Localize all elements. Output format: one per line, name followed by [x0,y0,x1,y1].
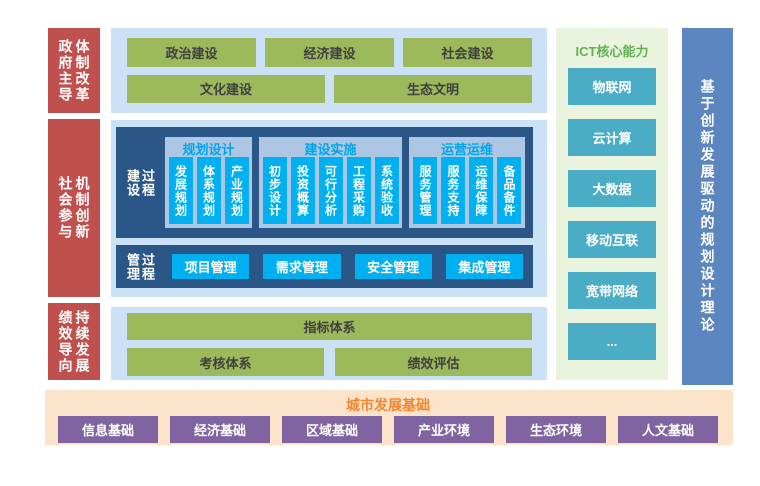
box-performance-evaluation: 绩效评估 [335,348,532,376]
box-social-construction: 社会建设 [403,38,532,67]
pillar-text-right: 持续发展 [74,309,91,374]
box-political-construction: 政治建设 [127,38,256,67]
box-regional-foundation: 区域基础 [282,416,382,443]
group-operation-maintenance: 运营运维 服务管理 服务支持 运维保障 备品备件 [409,137,525,228]
construction-process-label: 建设 过程 [122,137,158,228]
civilization-row-1: 政治建设 经济建设 社会建设 [127,38,532,67]
box-cloud-computing: 云计算 [568,119,656,156]
item-label: 服务支持 [446,164,460,217]
group-planning-design: 规划设计 发展规划 体系规划 产业规划 [165,137,252,228]
box-mobile-internet: 移动互联 [568,221,656,258]
box-ecological-civilization: 生态文明 [334,74,532,103]
pillar-text-left: 社会参与 [57,176,74,240]
item-preliminary-design: 初步设计 [262,157,287,224]
box-indicator-system: 指标体系 [127,313,532,340]
civilization-section: 政治建设 经济建设 社会建设 文化建设 生态文明 [111,28,547,113]
box-assessment-system: 考核体系 [127,348,324,376]
box-information-foundation: 信息基础 [58,416,158,443]
item-label: 初步设计 [267,164,282,217]
item-engineering-procurement: 工程采购 [346,157,371,224]
box-big-data: 大数据 [568,170,656,207]
group-title: 规划设计 [182,141,235,157]
label-col-left: 建设 [125,168,140,197]
foundation-row: 信息基础 经济基础 区域基础 产业环境 生态环境 人文基础 [58,416,718,443]
management-process-block: 管理 过程 项目管理 需求管理 安全管理 集成管理 [116,245,533,288]
management-process-label: 管理 过程 [122,253,158,281]
process-section: 建设 过程 规划设计 发展规划 体系规划 产业规划 建设实施 初步设计 投资概算… [111,120,547,297]
item-label: 备品备件 [502,164,516,217]
construction-process-block: 建设 过程 规划设计 发展规划 体系规划 产业规划 建设实施 初步设计 投资概算… [116,127,533,238]
item-label: 系统验收 [379,164,394,217]
box-internet-of-things: 物联网 [568,68,656,105]
item-feasibility-analysis: 可行分析 [318,157,343,224]
pillar-social-participation: 社会参与 机制创新 [48,119,100,297]
item-label: 服务管理 [418,164,432,217]
group-items: 服务管理 服务支持 运维保障 备品备件 [413,157,521,224]
innovation-theory-banner: 基于创新发展驱动的规划设计理论 [682,28,733,385]
box-ecological-environment: 生态环境 [506,416,606,443]
group-construction-implementation: 建设实施 初步设计 投资概算 可行分析 工程采购 系统验收 [259,137,402,228]
item-service-support: 服务支持 [441,157,465,224]
box-industrial-environment: 产业环境 [394,416,494,443]
item-industry-plan: 产业规划 [224,157,249,224]
pillar-text-right: 机制创新 [74,176,91,240]
civilization-row-2: 文化建设 生态文明 [127,74,532,103]
item-label: 发展规划 [173,164,188,217]
pillar-performance-oriented: 绩效导向 持续发展 [48,303,100,380]
group-items: 发展规划 体系规划 产业规划 [168,157,249,224]
ict-panel-title: ICT核心能力 [575,44,649,59]
foundation-title: 城市发展基础 [346,397,430,413]
pillar-text-right: 体制改革 [74,38,91,103]
pillar-text-left: 绩效导向 [57,309,74,374]
item-system-plan: 体系规划 [196,157,221,224]
box-cultural-construction: 文化建设 [127,74,325,103]
pillar-government-led: 政府主导 体制改革 [48,28,100,113]
item-investment-estimate: 投资概算 [290,157,315,224]
item-label: 运维保障 [474,164,488,217]
box-ellipsis: ... [568,323,656,360]
box-security-management: 安全管理 [354,254,432,279]
evaluation-row-2: 考核体系 绩效评估 [127,348,532,376]
label-col-right: 过程 [140,168,155,197]
evaluation-section: 指标体系 考核体系 绩效评估 [111,307,547,380]
item-system-acceptance: 系统验收 [374,157,399,224]
item-label: 投资概算 [295,164,310,217]
item-label: 工程采购 [351,164,366,217]
box-integration-management: 集成管理 [445,254,523,279]
group-title: 运营运维 [440,141,493,157]
label-col-right: 过程 [140,252,155,281]
item-label: 体系规划 [201,164,216,217]
city-foundation-section: 城市发展基础 信息基础 经济基础 区域基础 产业环境 生态环境 人文基础 [45,390,733,445]
box-project-management: 项目管理 [172,254,250,279]
box-broadband-network: 宽带网络 [568,272,656,309]
item-service-management: 服务管理 [413,157,437,224]
box-economic-construction: 经济建设 [265,38,394,67]
banner-text: 基于创新发展驱动的规划设计理论 [699,79,716,334]
item-development-plan: 发展规划 [168,157,193,224]
item-spare-parts: 备品备件 [497,157,521,224]
box-requirement-management: 需求管理 [263,254,341,279]
item-label: 可行分析 [323,164,338,217]
item-maintenance-guarantee: 运维保障 [469,157,493,224]
group-title: 建设实施 [304,141,357,157]
group-items: 初步设计 投资概算 可行分析 工程采购 系统验收 [262,157,399,224]
box-humanistic-foundation: 人文基础 [618,416,718,443]
item-label: 产业规划 [229,164,244,217]
label-col-left: 管理 [125,252,140,281]
box-economic-foundation: 经济基础 [170,416,270,443]
pillar-text-left: 政府主导 [57,38,74,103]
ict-capability-panel: ICT核心能力 物联网 云计算 大数据 移动互联 宽带网络 ... [556,28,668,380]
